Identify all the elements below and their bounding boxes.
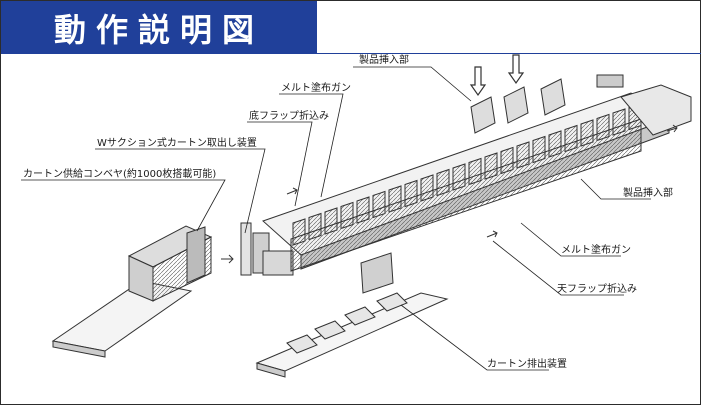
carton-pickup-device [240,222,294,276]
carton-supply-conveyor [51,225,213,358]
insertion-area [470,74,624,134]
label-bottom-flap: 底フラップ折込み [249,109,329,122]
carton-discharge-conveyor [255,252,449,378]
label-carton-discharge: カートン排出装置 [487,357,567,370]
down-arrow-icon [469,54,525,97]
cartoning-line [262,84,692,272]
label-carton-supply: カートン供給コンベヤ(約1000枚搭載可能) [23,167,216,180]
label-product-insert-top: 製品挿入部 [359,53,409,66]
label-melt-gun-right: メルト塗布ガン [561,243,631,256]
title-rule [317,53,701,54]
flow-arrow-icon [221,124,678,264]
label-melt-gun-top: メルト塗布ガン [281,81,351,94]
page-title: 動作説明図 [1,1,317,54]
label-top-flap: 天フラップ折込み [557,282,637,295]
label-product-insert-right: 製品挿入部 [623,186,673,199]
leader-lines [21,66,651,371]
label-w-suction: Wサクション式カートン取出し装置 [97,136,257,149]
